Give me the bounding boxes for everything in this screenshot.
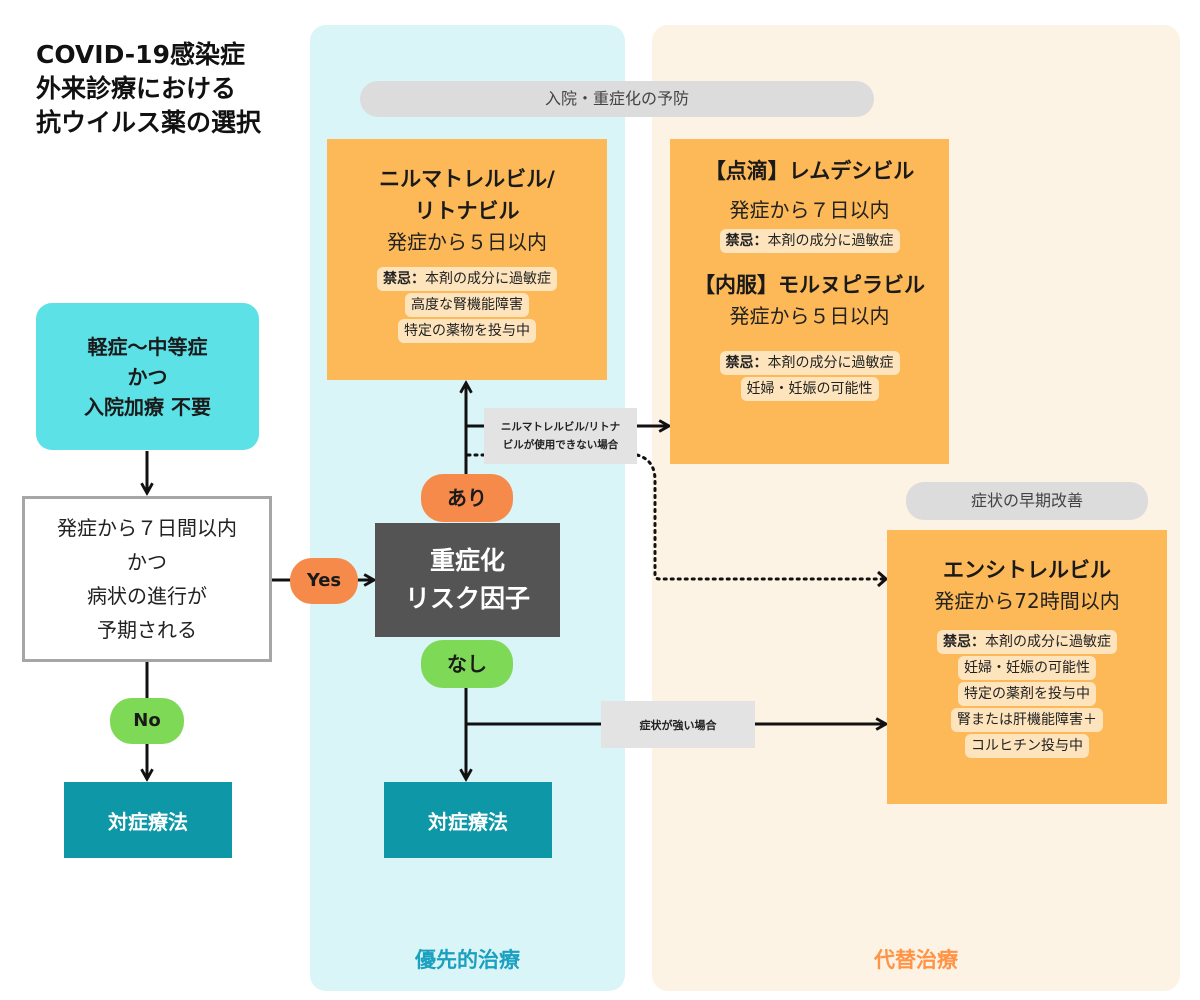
nirmatrelvir-contra-3: 特定の薬物を投与中 (398, 319, 536, 343)
nirmatrelvir-onset: 発症から５日以内 (387, 230, 547, 254)
early-improvement-tag: 症状の早期改善 (906, 482, 1148, 520)
symptomatic-treatment-center: 対症療法 (384, 782, 552, 858)
mild-moderate-line-1: 軽症〜中等症 (87, 334, 208, 359)
criteria-line-2: かつ (127, 550, 167, 574)
remdesivir-name: 【点滴】レムデシビル (704, 159, 915, 183)
contra-label: 禁忌： (725, 355, 768, 371)
page-title: COVID-19感染症 外来診療における 抗ウイルス薬の選択 (36, 38, 261, 140)
contra-label: 禁忌： (943, 634, 985, 650)
ensitrelvir-box: エンシトレルビル 発症から72時間以内 禁忌：本剤の成分に過敏症 妊婦・妊娠の可… (887, 530, 1167, 804)
yes-label: Yes (290, 558, 358, 604)
risk-factor-box: 重症化 リスク因子 (375, 523, 560, 637)
title-line-1: COVID-19感染症 (36, 40, 245, 69)
nirmatrelvir-box: ニルマトレルビル/ リトナビル 発症から５日以内 禁忌：本剤の成分に過敏症 高度… (327, 139, 607, 380)
criteria-line-4: 予期される (97, 618, 197, 642)
criteria-line-1: 発症から７日間以内 (57, 516, 237, 540)
contra-label: 禁忌： (725, 233, 768, 249)
risk-factor-line-1: 重症化 (429, 546, 505, 575)
nirmatrelvir-name-1: ニルマトレルビル/ (379, 167, 555, 191)
molnupiravir-name: 【内服】モルヌピラビル (694, 273, 925, 297)
molnupiravir-contra-1: 禁忌：本剤の成分に過敏症 (719, 351, 900, 375)
remdesivir-contra-1: 禁忌：本剤の成分に過敏症 (719, 229, 900, 253)
mild-moderate-line-3: 入院加療 不要 (84, 394, 211, 419)
ensitrelvir-contra-2: 妊婦・妊娠の可能性 (958, 656, 1096, 680)
ensitrelvir-onset: 発症から72時間以内 (934, 589, 1120, 613)
nirmatrelvir-contra-2: 高度な腎機能障害 (405, 293, 529, 317)
contra-label: 禁忌： (383, 271, 425, 287)
remdesivir-molnupiravir-box: 【点滴】レムデシビル 発症から７日以内 禁忌：本剤の成分に過敏症 【内服】モルヌ… (670, 139, 949, 464)
contra-text: 本剤の成分に過敏症 (985, 634, 1111, 650)
mild-moderate-box: 軽症〜中等症 かつ 入院加療 不要 (36, 303, 259, 450)
cannot-use-line-2: ビルが使用できない場合 (502, 439, 619, 451)
mild-moderate-line-2: かつ (127, 364, 168, 389)
dotted-arrow-to-ensitrelvir (466, 453, 886, 581)
ensitrelvir-contra-3: 特定の薬剤を投与中 (958, 682, 1096, 706)
title-line-2: 外来診療における (36, 74, 237, 103)
cannot-use-line-1: ニルマトレルビル/リトナ (500, 421, 621, 433)
ensitrelvir-contra-1: 禁忌：本剤の成分に過敏症 (937, 630, 1117, 654)
cannot-use-note: ニルマトレルビル/リトナ ビルが使用できない場合 (484, 408, 637, 464)
severe-symptoms-note: 症状が強い場合 (601, 701, 755, 748)
ari-label: あり (421, 474, 513, 522)
nirmatrelvir-contra-1: 禁忌：本剤の成分に過敏症 (377, 267, 557, 291)
nashi-label: なし (421, 640, 513, 688)
ensitrelvir-contra-4: 腎または肝機能障害＋ (951, 708, 1103, 732)
no-label: No (110, 698, 184, 744)
remdesivir-onset: 発症から７日以内 (729, 198, 890, 222)
prevention-tag: 入院・重症化の予防 (360, 81, 874, 117)
priority-treatment-label: 優先的治療 (415, 948, 520, 972)
risk-factor-line-2: リスク因子 (404, 584, 530, 613)
symptomatic-treatment-left: 対症療法 (64, 782, 232, 858)
molnupiravir-onset: 発症から５日以内 (729, 304, 890, 328)
onset-criteria-box: 発症から７日間以内 かつ 病状の進行が 予期される (22, 496, 272, 662)
ensitrelvir-contra-5: コルヒチン投与中 (965, 734, 1089, 758)
title-line-3: 抗ウイルス薬の選択 (36, 108, 262, 137)
ensitrelvir-name: エンシトレルビル (943, 558, 1111, 582)
nirmatrelvir-name-2: リトナビル (414, 199, 520, 223)
criteria-line-3: 病状の進行が (87, 584, 207, 608)
contra-text: 本剤の成分に過敏症 (767, 355, 894, 371)
molnupiravir-contra-2: 妊婦・妊娠の可能性 (740, 377, 879, 401)
alternative-treatment-label: 代替治療 (874, 948, 958, 972)
contra-text: 本剤の成分に過敏症 (425, 271, 551, 287)
contra-text: 本剤の成分に過敏症 (767, 233, 894, 249)
